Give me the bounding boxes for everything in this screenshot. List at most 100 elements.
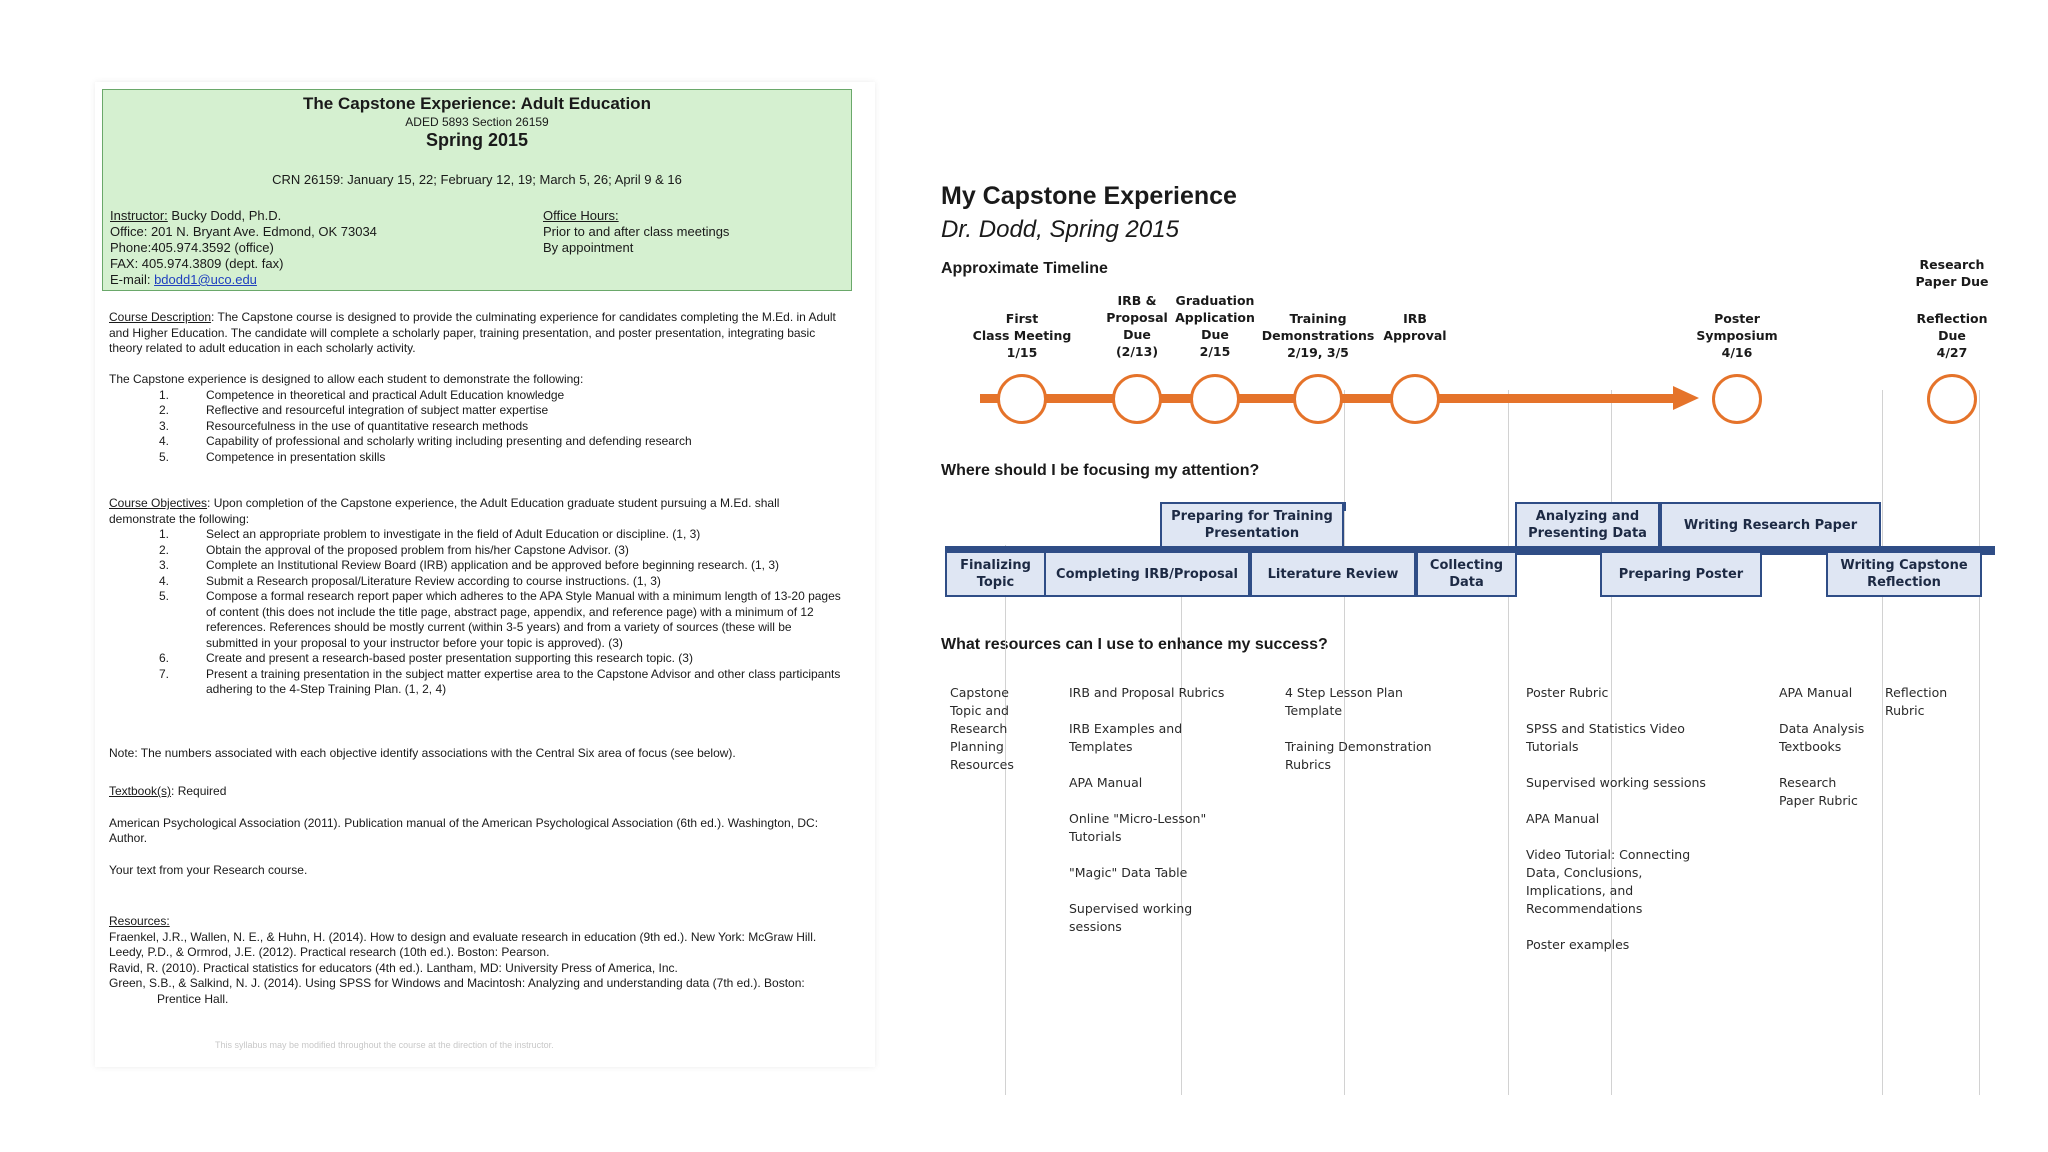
list-item: 1. Competence in theoretical and practica…	[109, 388, 844, 404]
experience-intro: The Capstone experience is designed to a…	[109, 372, 584, 386]
experience-section: The Capstone experience is designed to a…	[109, 372, 844, 465]
list-item-number: 2.	[159, 542, 170, 557]
capstone-slide: My Capstone Experience Dr. Dodd, Spring …	[925, 160, 1995, 1095]
guide-line	[1005, 545, 1006, 1095]
resource-item: APA Manual	[1526, 811, 1600, 826]
list-item-number: 5.	[159, 589, 170, 603]
guide-line	[1344, 390, 1345, 1095]
fax: FAX: 405.974.3809 (dept. fax)	[110, 256, 284, 271]
email-label: E-mail:	[110, 272, 155, 287]
objectives-label: Course Objectives	[109, 496, 208, 510]
focus-collecting-data: Collecting Data	[1416, 551, 1517, 597]
list-item-text: Competence in theoretical and practical …	[206, 387, 565, 402]
list-item-number: 3.	[159, 418, 170, 433]
syllabus-footnote: This syllabus may be modified throughout…	[215, 1040, 554, 1050]
resources-list: Fraenkel, J.R., Wallen, N. E., & Huhn, H…	[109, 930, 844, 1008]
experience-list: 1. Competence in theoretical and practica…	[109, 388, 844, 466]
list-item-text: Present a training presentation in the s…	[206, 666, 841, 697]
timeline-arrowhead	[1673, 386, 1699, 410]
instructor-info: Instructor: Bucky Dodd, Ph.D. Office: 20…	[110, 208, 377, 288]
course-description-label: Course Description	[109, 310, 212, 324]
focus-finalizing-topic: Finalizing Topic	[945, 551, 1046, 597]
resource-citation: Ravid, R. (2010). Practical statistics f…	[109, 960, 678, 975]
milestone-circle	[1293, 374, 1343, 424]
list-item-text: Complete an Institutional Review Board (…	[206, 558, 779, 572]
resource-item: Poster examples	[1526, 937, 1630, 952]
list-item: 4. Submit a Research proposal/Literature …	[109, 574, 844, 590]
guide-line	[1882, 390, 1883, 1095]
phone: Phone:405.974.3592 (office)	[110, 240, 274, 255]
slide-subtitle: Dr. Dodd, Spring 2015	[941, 216, 1179, 243]
milestone-circle	[1712, 374, 1762, 424]
list-item: 3. Resourcefulness in the use of quantita…	[109, 419, 844, 435]
list-item-number: 4.	[159, 434, 170, 448]
list-item-number: 1.	[159, 387, 170, 402]
list-item: 5. Competence in presentation skills	[109, 450, 844, 466]
list-item-text: Resourcefulness in the use of quantitati…	[206, 418, 529, 433]
focus-analyzing-data: Analyzing and Presenting Data	[1515, 502, 1660, 548]
resource-item: Data Analysis Textbooks	[1779, 721, 1865, 754]
resources-col-topic: Capstone Topic and Research Planning Res…	[950, 684, 1020, 792]
office-hours-label: Office Hours:	[543, 208, 619, 223]
list-item: 1.Select an appropriate problem to inves…	[109, 527, 844, 543]
resource-item: Poster Rubric	[1526, 685, 1609, 700]
course-code: ADED 5893 Section 26159	[405, 115, 549, 129]
resource-citation: Green, S.B., & Salkind, N. J. (2014). Us…	[109, 976, 805, 1006]
focus-heading: Where should I be focusing my attention?	[941, 462, 1260, 479]
course-title: The Capstone Experience: Adult Education	[303, 94, 651, 113]
resource-item: Online "Micro-Lesson" Tutorials	[1069, 811, 1207, 844]
resource-item: IRB Examples and Templates	[1069, 721, 1183, 754]
apa-reference: American Psychological Association (2011…	[109, 815, 819, 846]
resource-item: Capstone Topic and Research Planning Res…	[950, 685, 1014, 772]
list-item-text: Create and present a research-based post…	[206, 651, 693, 665]
list-item-number: 5.	[159, 449, 170, 464]
list-item-text: Submit a Research proposal/Literature Re…	[206, 573, 661, 588]
resource-item: Supervised working sessions	[1526, 775, 1706, 790]
research-text-note: Your text from your Research course.	[109, 862, 308, 877]
resources-heading: What resources can I use to enhance my s…	[941, 636, 1328, 653]
guide-line	[1181, 560, 1182, 1095]
milestone-circle	[1112, 374, 1162, 424]
textbook-section: Textbook(s): Required American Psycholog…	[109, 784, 844, 878]
guide-line	[1979, 390, 1980, 1095]
resource-citation: Fraenkel, J.R., Wallen, N. E., & Huhn, H…	[109, 929, 817, 944]
milestone-circle	[997, 374, 1047, 424]
list-item-text: Obtain the approval of the proposed prob…	[206, 542, 629, 557]
focus-completing-irb: Completing IRB/Proposal	[1044, 551, 1250, 597]
list-item: 3.Complete an Institutional Review Board…	[109, 558, 844, 574]
list-item-number: 2.	[159, 403, 170, 417]
resource-item: Research Paper Rubric	[1779, 775, 1858, 808]
list-item: 2.Reflective and resourceful integration…	[109, 403, 844, 419]
list-item-number: 6.	[159, 651, 170, 665]
email-link[interactable]: bdodd1@uco.edu	[154, 272, 257, 287]
objectives-section: Course Objectives: Upon completion of th…	[109, 496, 844, 698]
focus-literature-review: Literature Review	[1250, 551, 1416, 597]
office-hours-1: Prior to and after class meetings	[543, 224, 730, 239]
list-item: 5.Compose a formal research report paper…	[109, 589, 844, 651]
list-item: 6. Create and present a research-based po…	[109, 651, 844, 667]
office-hours-2: By appointment	[543, 240, 634, 255]
guide-line	[1508, 390, 1509, 1095]
syllabus-page: The Capstone Experience: Adult Education…	[95, 82, 875, 1067]
focus-preparing-training: Preparing for Training Presentation	[1160, 502, 1344, 548]
resource-item: Reflection Rubric	[1885, 685, 1948, 718]
milestone-circle	[1190, 374, 1240, 424]
office-address: Office: 201 N. Bryant Ave. Edmond, OK 73…	[110, 224, 377, 239]
textbook-required: : Required	[171, 784, 227, 798]
objectives-intro: : Upon completion of the Capstone experi…	[109, 496, 780, 526]
list-item-number: 4.	[159, 573, 170, 588]
resource-item: APA Manual	[1779, 685, 1853, 700]
textbook-label: Textbook(s)	[109, 784, 172, 798]
list-item-text: Competence in presentation skills	[206, 449, 386, 464]
instructor-name: Bucky Dodd, Ph.D.	[167, 208, 282, 223]
